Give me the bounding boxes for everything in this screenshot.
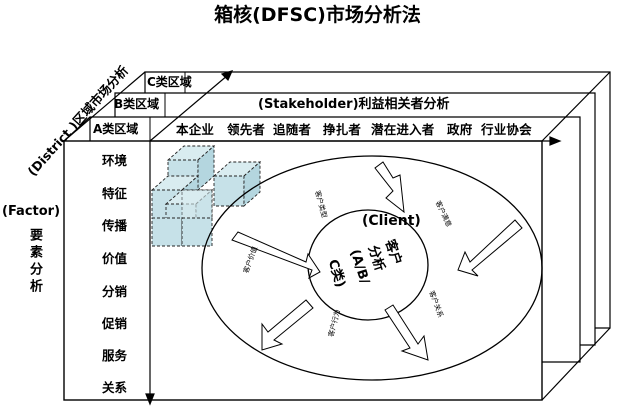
factor-item: 特征 [102, 186, 128, 201]
region-c-label: C类区域 [147, 75, 192, 89]
region-a-label: A类区域 [93, 122, 139, 136]
factor-title-zh: 要素分析 [27, 228, 42, 296]
factor-item: 关系 [102, 380, 128, 395]
diagram-title: 箱核(DFSC)市场分析法 [214, 4, 421, 26]
stakeholder-title: (Stakeholder)利益相关者分析 [258, 97, 450, 112]
stakeholder-item: 追随者 [273, 122, 312, 137]
cube-cluster [150, 145, 262, 247]
stakeholder-arrow [150, 136, 562, 146]
depth-lines [63, 71, 611, 401]
factor-item: 环境 [102, 153, 128, 168]
stakeholder-item: 潜在进入者 [371, 122, 435, 137]
factor-item: 分销 [102, 284, 128, 299]
client-title: (Client) [362, 213, 421, 229]
stakeholder-item: 政府 [447, 122, 473, 137]
stakeholder-item: 行业协会 [481, 122, 532, 137]
client-outer-ellipse [201, 155, 543, 381]
factor-item: 促销 [102, 316, 128, 331]
stakeholder-item: 本企业 [176, 122, 215, 137]
factor-arrow [145, 141, 155, 406]
factor-title-en: (Factor) [2, 204, 61, 219]
stakeholder-item: 领先者 [227, 122, 266, 137]
client-arrows [231, 161, 523, 361]
district-arrow [149, 70, 234, 142]
stakeholder-item: 挣扎者 [323, 122, 362, 137]
factor-item: 价值 [102, 251, 128, 266]
factor-item: 服务 [102, 348, 128, 363]
region-b-label: B类区域 [114, 97, 160, 111]
factor-item: 传播 [102, 218, 128, 233]
